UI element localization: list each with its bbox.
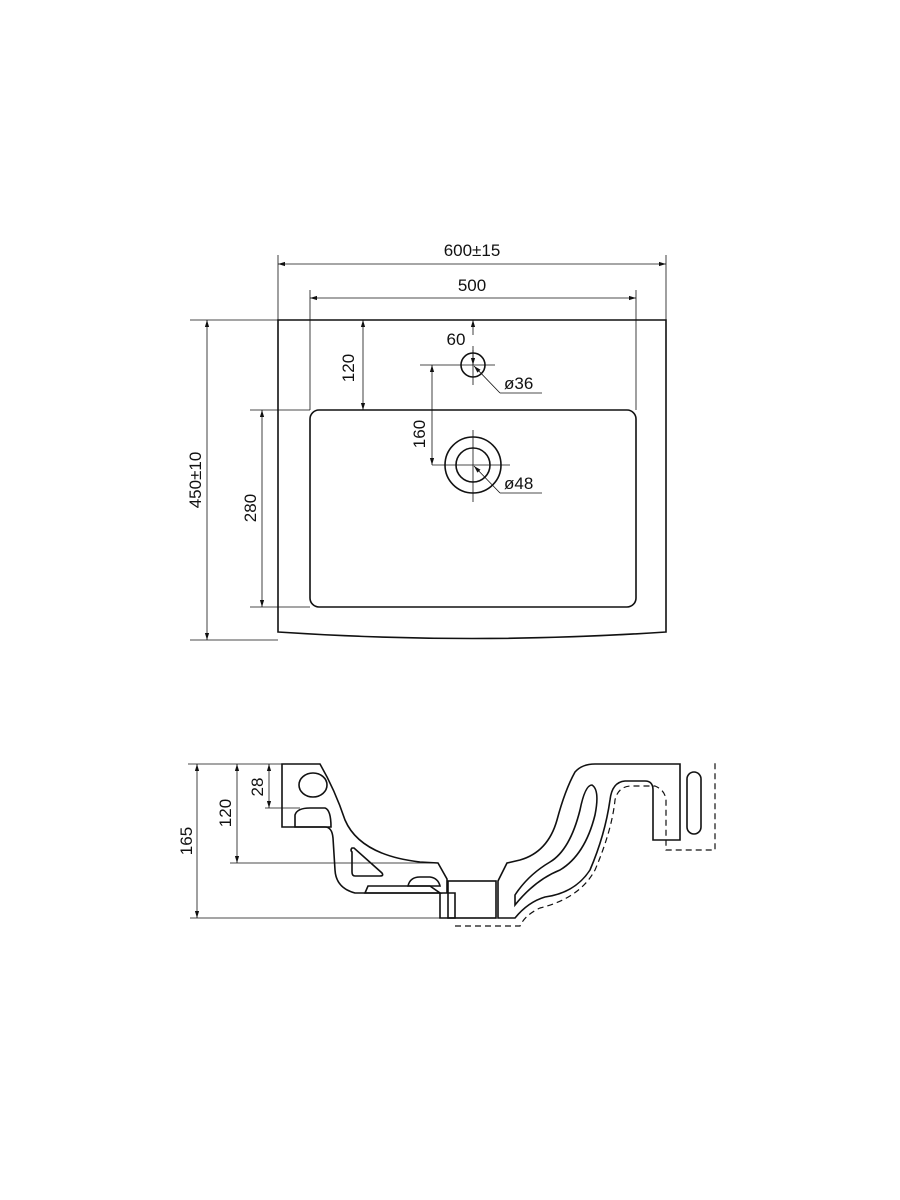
label-tap-hole: ø36: [504, 374, 533, 393]
dim-inner-width: 500: [458, 276, 486, 295]
wall-outline-dashed: [455, 760, 716, 927]
dim-tap-to-drain: 160: [410, 420, 429, 448]
dim-bowl-height: 120: [216, 799, 235, 827]
left-wall-section: [281, 763, 456, 919]
plan-view: 600±15 500 450±10 280 120 60 160 ø36 ø48: [186, 241, 667, 641]
drain-block: [447, 880, 497, 919]
dim-overall-width: 600±15: [444, 241, 501, 260]
dim-tap-to-bowl: 120: [339, 354, 358, 382]
dim-total-height: 165: [177, 827, 196, 855]
bowl-outline: [309, 409, 637, 608]
dim-rim-height: 28: [248, 778, 267, 797]
right-wall-section: [497, 763, 681, 919]
basin-outline: [277, 319, 667, 640]
dim-overall-depth: 450±10: [186, 452, 205, 509]
dim-bowl-depth: 280: [241, 494, 260, 522]
label-drain-hole: ø48: [504, 474, 533, 493]
overflow-channel: [298, 772, 328, 798]
dim-tap-offset: 60: [447, 330, 466, 349]
section-view: 165 120 28: [177, 760, 716, 927]
